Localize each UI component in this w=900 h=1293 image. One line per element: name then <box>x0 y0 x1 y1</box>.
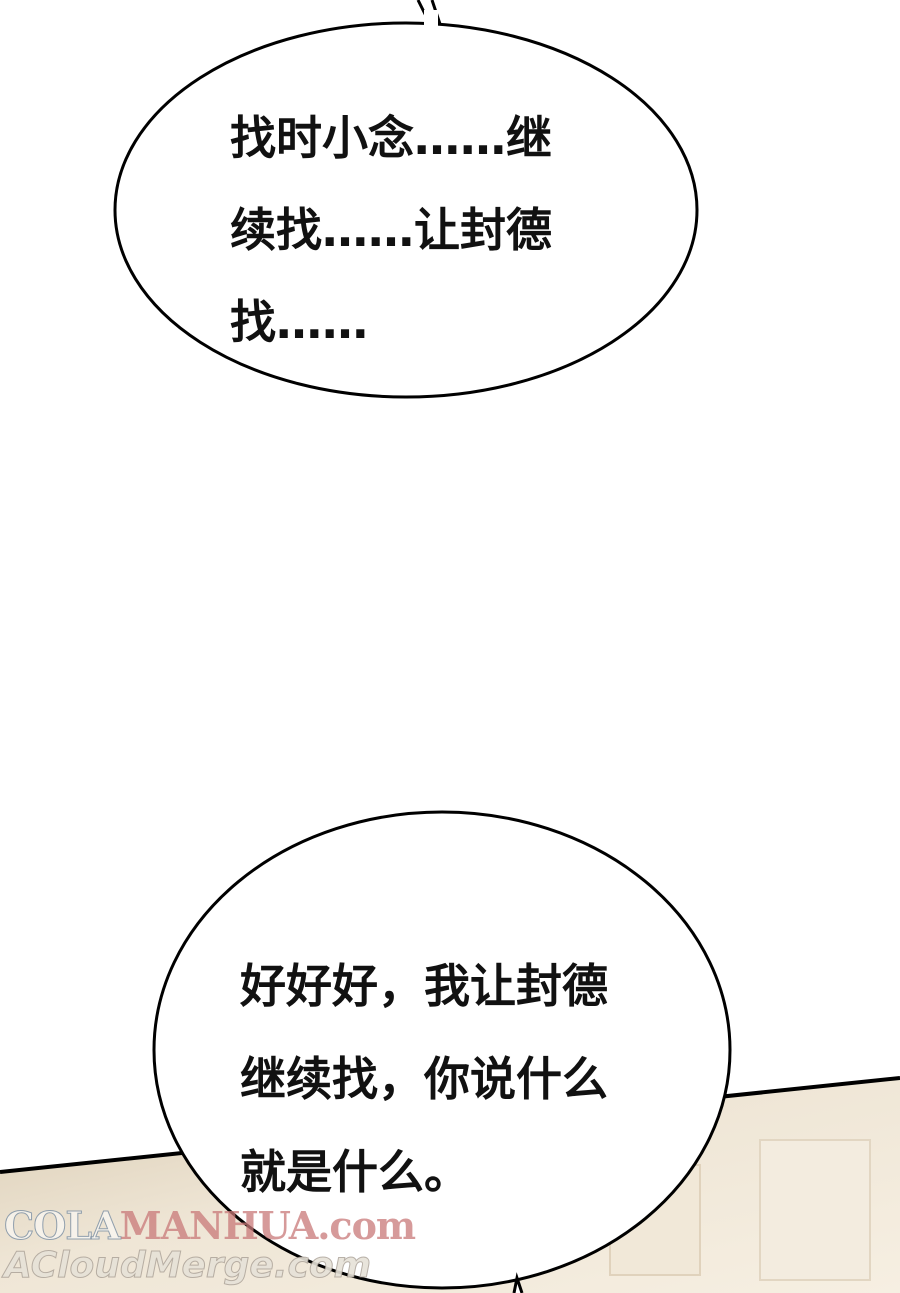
bottom-bubble-tail <box>512 1272 524 1293</box>
top-speech-bubble <box>113 21 699 399</box>
watermark-colamanhua: COLAMANHUA.com <box>4 1203 417 1249</box>
bottom-bubble-text: 好好好，我让封德 继续找，你说什么 就是什么。 <box>240 940 608 1219</box>
watermark-cola: COLA <box>4 1203 122 1249</box>
dialogue-line: 好好好，我让封德 <box>240 959 608 1013</box>
background-shape <box>759 1139 871 1281</box>
watermark-manhua: MANHUA <box>119 1203 319 1248</box>
dialogue-line: 继续找，你说什么 <box>240 1052 608 1106</box>
watermark-acloudmerge: ACloudMerge.com <box>3 1245 372 1287</box>
top-bubble-text: 找时小念……继 续找……让封德 找…… <box>230 92 552 368</box>
dialogue-line: 就是什么。 <box>240 1145 470 1199</box>
watermark-dotcom: .com <box>317 1203 416 1248</box>
dialogue-line: 找…… <box>230 295 368 349</box>
dialogue-line: 续找……让封德 <box>230 203 552 257</box>
bottom-speech-bubble <box>152 810 732 1290</box>
dialogue-line: 找时小念……继 <box>230 111 552 165</box>
